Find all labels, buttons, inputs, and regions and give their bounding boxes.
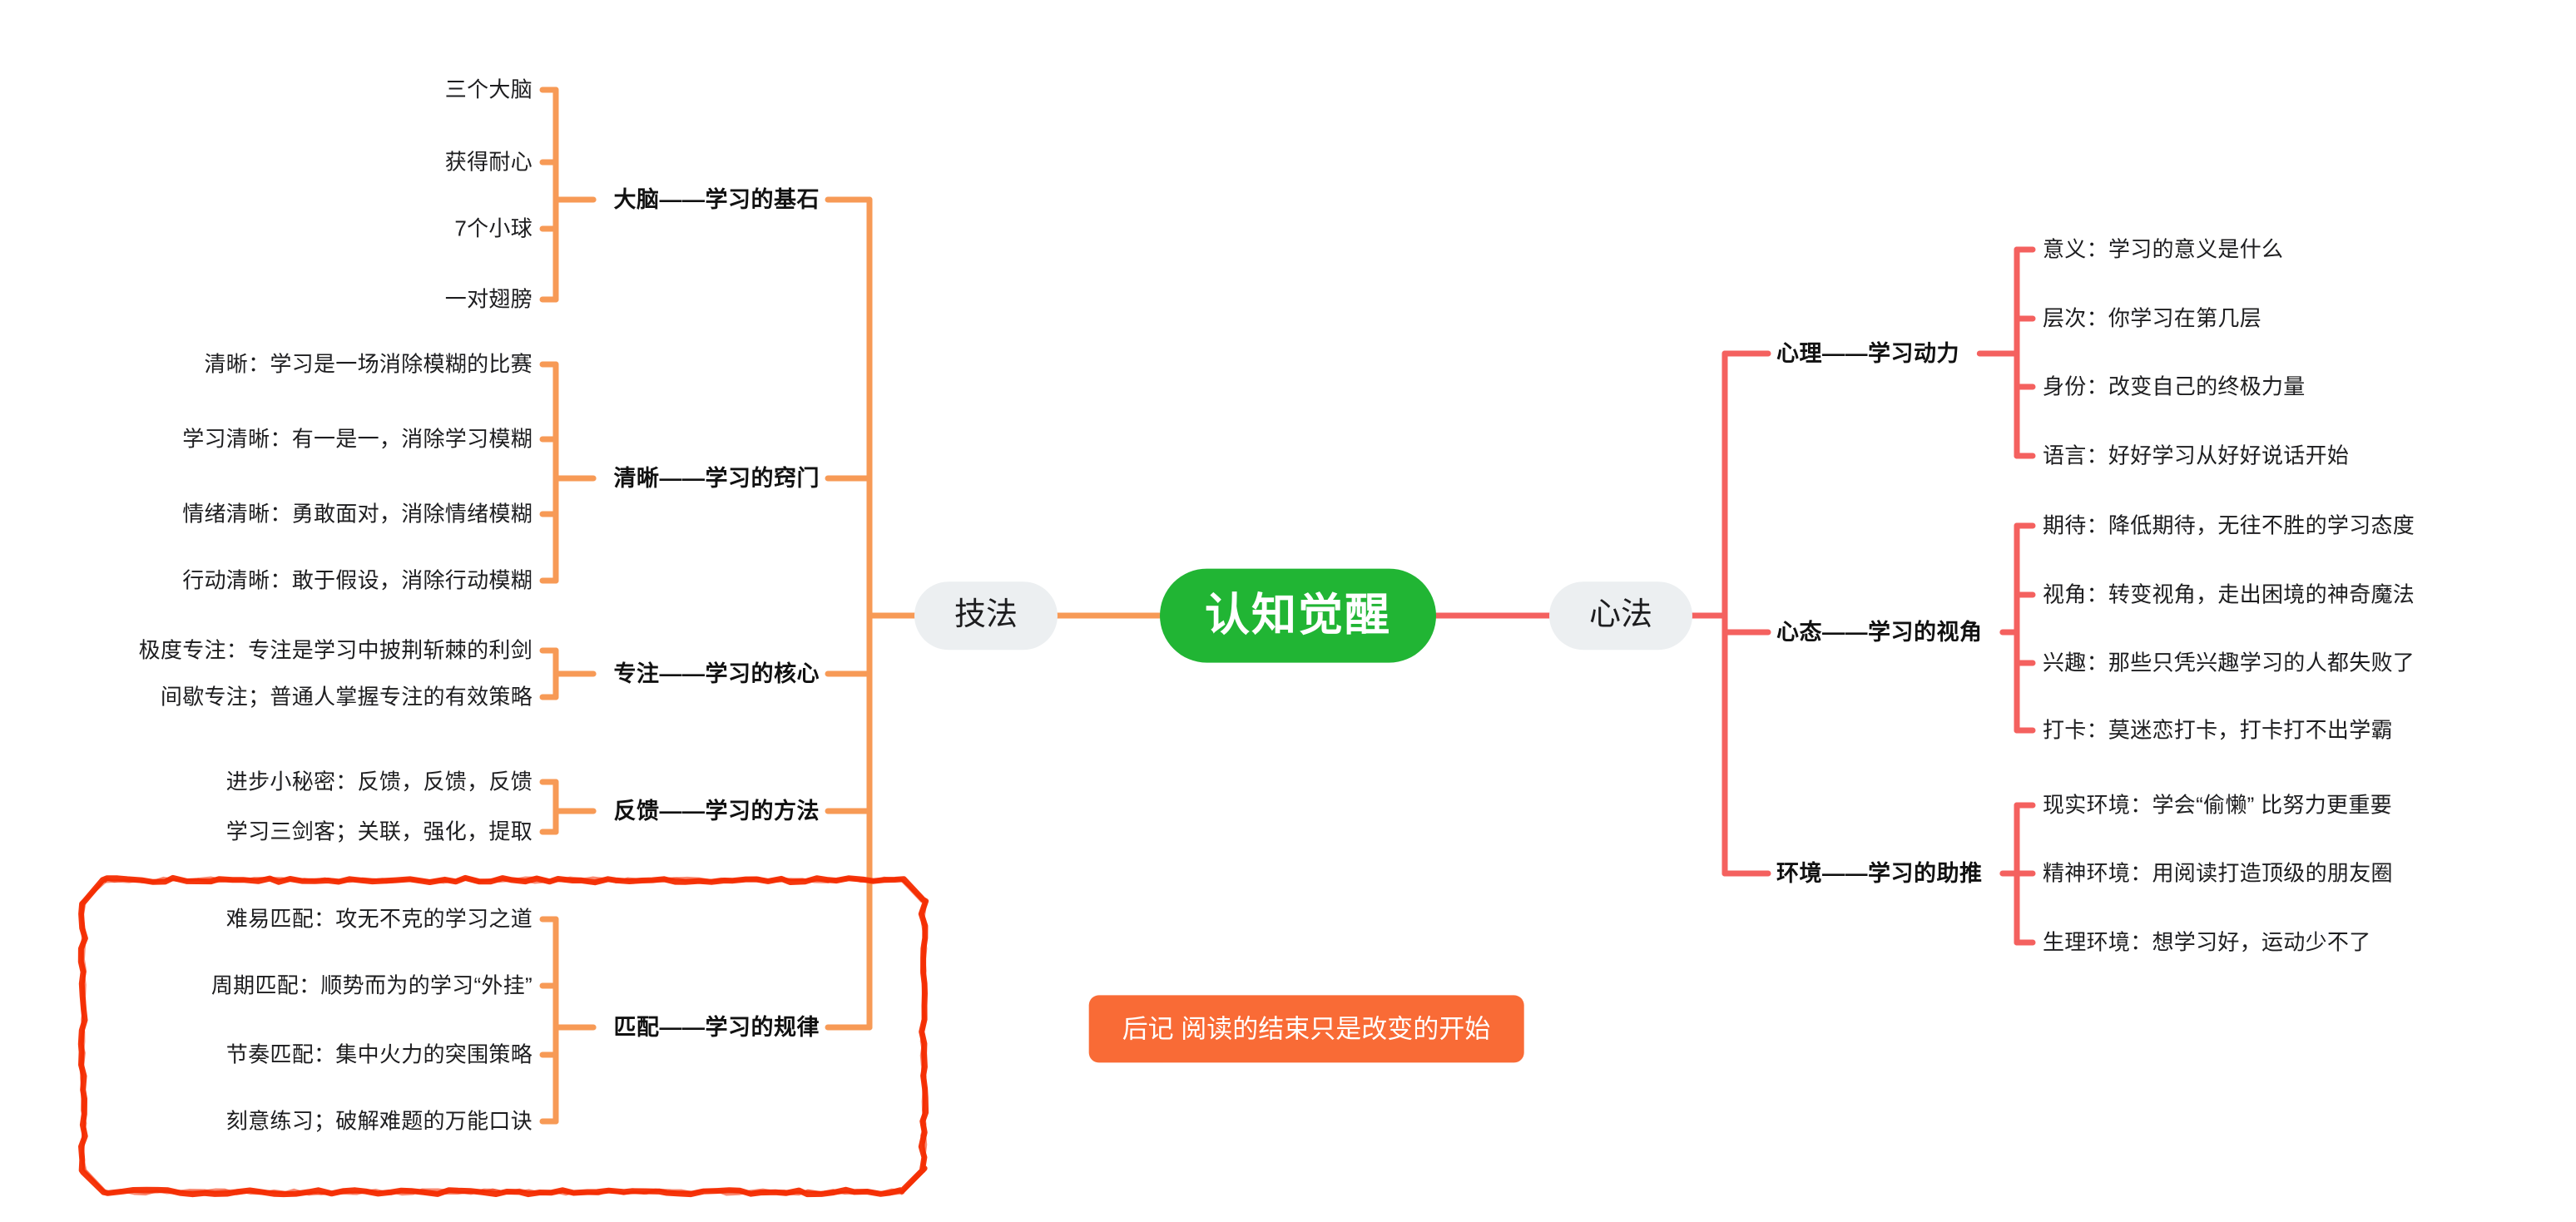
leaf-left-3-1[interactable]: 学习三剑客；关联，强化，提取: [226, 819, 533, 844]
branch-title-left-4[interactable]: 匹配——学习的规律: [614, 1014, 820, 1041]
footer-note[interactable]: 后记 阅读的结束只是改变的开始: [1089, 995, 1524, 1062]
branch-title-left-2[interactable]: 专注——学习的核心: [614, 660, 820, 687]
leaf-left-1-2[interactable]: 情绪清晰：勇敢面对，消除情绪模糊: [182, 501, 533, 527]
leaf-right-2-1[interactable]: 精神环境：用阅读打造顶级的朋友圈: [2043, 860, 2393, 886]
leaf-right-2-0[interactable]: 现实环境：学会“偷懒” 比努力更重要: [2043, 792, 2392, 818]
leaf-left-4-1[interactable]: 周期匹配：顺势而为的学习“外挂”: [211, 972, 533, 998]
leaf-left-1-1[interactable]: 学习清晰：有一是一，消除学习模糊: [182, 426, 533, 452]
leaf-left-1-0[interactable]: 清晰：学习是一场消除模糊的比赛: [204, 351, 533, 377]
leaf-right-1-2[interactable]: 兴趣：那些只凭兴趣学习的人都失败了: [2043, 650, 2415, 675]
leaf-left-4-2[interactable]: 节奏匹配：集中火力的突围策略: [226, 1041, 533, 1067]
leaf-left-3-0[interactable]: 进步小秘密：反馈，反馈，反馈: [226, 769, 533, 794]
leaf-left-0-0[interactable]: 三个大脑: [445, 77, 533, 102]
leaf-right-2-2[interactable]: 生理环境：想学习好，运动少不了: [2043, 929, 2371, 955]
leaf-left-0-2[interactable]: 7个小球: [454, 215, 533, 241]
leaf-left-4-0[interactable]: 难易匹配：攻无不克的学习之道: [226, 906, 533, 932]
center-node[interactable]: 认知觉醒: [1160, 569, 1436, 663]
branch-title-left-3[interactable]: 反馈——学习的方法: [614, 798, 820, 824]
branch-title-right-2[interactable]: 环境——学习的助推: [1776, 860, 1983, 887]
root-node-left[interactable]: 技法: [914, 581, 1058, 650]
leaf-left-2-1[interactable]: 间歇专注；普通人掌握专注的有效策略: [161, 684, 533, 710]
leaf-right-1-0[interactable]: 期待：降低期待，无往不胜的学习态度: [2043, 512, 2415, 538]
leaf-left-2-0[interactable]: 极度专注：专注是学习中披荆斩棘的利剑: [139, 637, 533, 663]
leaf-right-0-0[interactable]: 意义：学习的意义是什么: [2043, 236, 2283, 262]
branch-title-right-1[interactable]: 心态——学习的视角: [1776, 619, 1983, 646]
leaf-left-0-3[interactable]: 一对翅膀: [445, 286, 533, 312]
leaf-left-0-1[interactable]: 获得耐心: [445, 149, 533, 175]
leaf-right-0-1[interactable]: 层次：你学习在第几层: [2043, 305, 2261, 331]
leaf-left-4-3[interactable]: 刻意练习；破解难题的万能口诀: [226, 1108, 533, 1134]
root-node-right[interactable]: 心法: [1549, 581, 1692, 650]
leaf-left-1-3[interactable]: 行动清晰：敢于假设，消除行动模糊: [182, 567, 533, 593]
leaf-right-0-2[interactable]: 身份：改变自己的终极力量: [2043, 374, 2306, 399]
leaf-right-0-3[interactable]: 语言：好好学习从好好说话开始: [2043, 443, 2349, 468]
branch-title-right-0[interactable]: 心理——学习动力: [1776, 340, 1959, 367]
branch-title-left-0[interactable]: 大脑——学习的基石: [614, 186, 820, 213]
leaf-right-1-3[interactable]: 打卡：莫迷恋打卡，打卡打不出学霸: [2043, 717, 2393, 743]
leaf-right-1-1[interactable]: 视角：转变视角，走出困境的神奇魔法: [2043, 581, 2415, 607]
branch-title-left-1[interactable]: 清晰——学习的窍门: [614, 465, 820, 492]
